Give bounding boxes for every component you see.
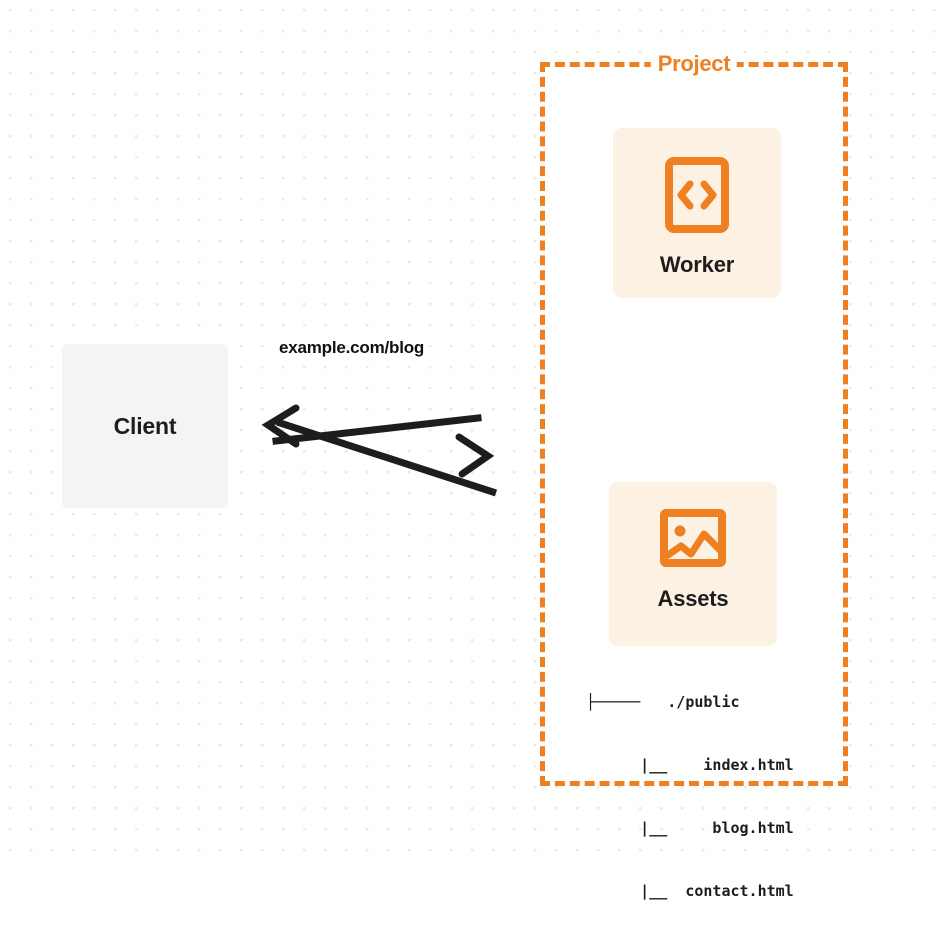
diagram-canvas: Client example.com/blog Project Worker [0,0,938,900]
client-node[interactable]: Client [62,344,228,508]
file-tree-row-index: |__ index.html [586,756,794,774]
worker-card-label: Worker [659,252,735,277]
file-tree-row-contact: |__ contact.html [586,882,794,900]
project-group-label: Project [650,51,738,77]
code-file-icon [665,157,729,233]
assets-file-tree: ├───── ./public |__ index.html |__ blog.… [586,650,794,944]
request-arrow-right [275,418,498,497]
assets-card-label: Assets [657,586,729,611]
edge-label-url: example.com/blog [279,338,425,357]
image-icon [660,509,726,567]
file-tree-row-root: ├───── ./public [586,693,740,711]
client-node-label: Client [113,412,177,439]
assets-service-card[interactable]: Assets [609,482,777,646]
response-arrow-left [261,404,482,448]
file-tree-row-blog: |__ blog.html [586,819,794,837]
worker-service-card[interactable]: Worker [613,128,781,298]
